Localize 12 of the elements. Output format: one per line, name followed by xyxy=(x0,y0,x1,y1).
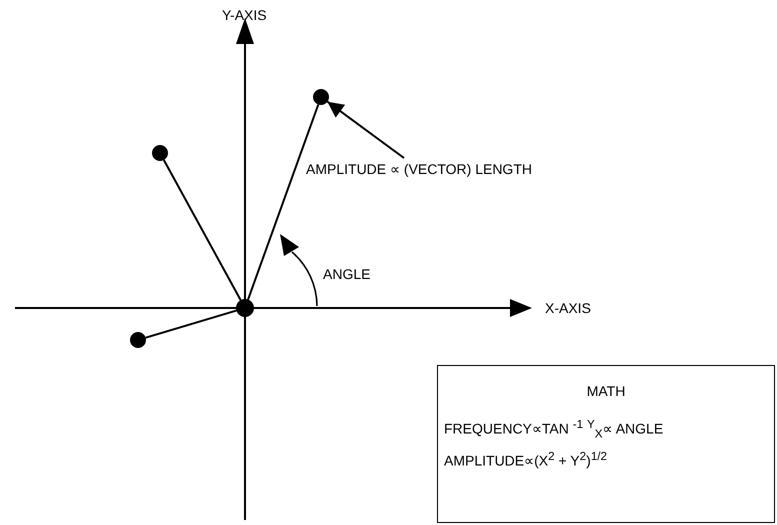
angle-label: ANGLE xyxy=(323,265,370,283)
dot xyxy=(152,145,168,161)
dot xyxy=(313,89,329,105)
dot xyxy=(236,299,254,317)
callout-text: AMPLITUDE ∝ (VECTOR) LENGTH xyxy=(306,160,532,178)
formula-panel xyxy=(437,365,775,523)
dot xyxy=(130,332,146,348)
axis-label: X-AXIS xyxy=(545,299,591,317)
arrow xyxy=(326,100,405,159)
formula: AMPLITUDE∝(X$^{2}$ + Y$^{2}$)$^{1/2}$ xyxy=(444,450,608,469)
panel-heading: MATH xyxy=(586,383,626,399)
axis-label: Y-AXIS xyxy=(222,6,267,24)
